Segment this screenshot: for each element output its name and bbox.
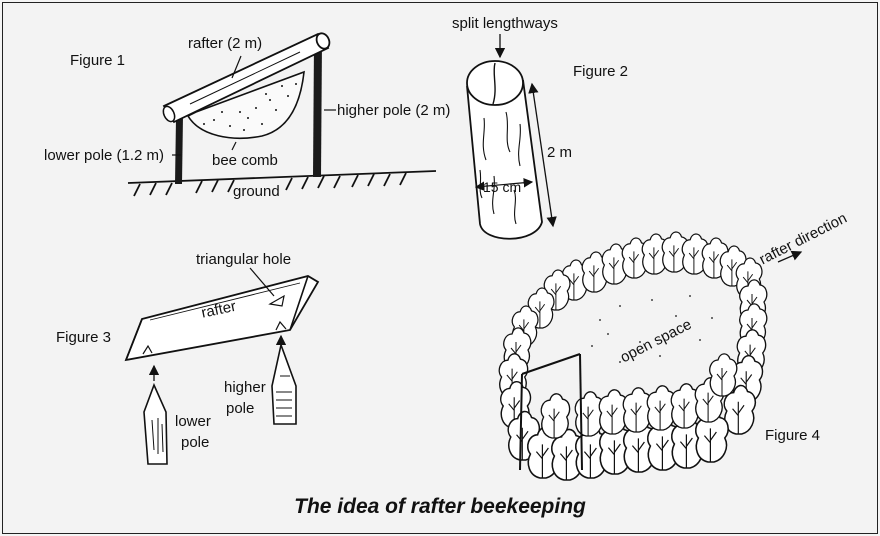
figure1-ground-label: ground	[233, 183, 280, 200]
figure1-bee-comb-label: bee comb	[212, 152, 278, 169]
figure1-bee-comb	[186, 70, 305, 139]
figure2-log	[466, 60, 543, 240]
figure1-drawing	[127, 32, 437, 197]
figure3-lower-label-1: lower	[175, 413, 211, 430]
figure3-rafter	[124, 275, 320, 362]
figure3-lower-label-2: pole	[181, 434, 210, 451]
figure2-length-label: 2 m	[547, 144, 573, 161]
figure1-lower-pole-label: lower pole (1.2 m)	[44, 147, 165, 164]
figure1-higher-pole-label: higher pole (2 m)	[337, 102, 451, 119]
figure3-triangular-hole-label: triangular hole	[196, 251, 292, 268]
figure3-higher-label-1: higher	[224, 379, 266, 396]
figure4-open-space	[560, 281, 740, 379]
figure2-diameter-label: 15 cm	[483, 179, 522, 195]
figure1-lower-pole	[175, 116, 183, 184]
figure1-rafter	[162, 32, 331, 124]
figure4-title: Figure 4	[765, 427, 821, 444]
figure1-comb-dots	[203, 83, 297, 131]
figure2-diameter-arrow	[474, 177, 534, 192]
figure4-entrance	[519, 353, 583, 471]
figure4-direction-arrow	[777, 250, 803, 263]
figure3-higher-label-2: pole	[226, 400, 255, 417]
figure2-split-label: split lengthways	[452, 15, 558, 32]
figure4-clearing-dots	[591, 295, 713, 363]
figure2-drawing	[466, 34, 557, 240]
figure4-drawing	[498, 231, 803, 481]
figure1-ground	[127, 170, 437, 197]
figure1-title: Figure 1	[70, 52, 126, 69]
figure3-lower-pole	[143, 382, 168, 465]
figure1-rafter-label: rafter (2 m)	[188, 35, 263, 52]
figure2-title: Figure 2	[573, 63, 629, 80]
diagram-caption: The idea of rafter beekeeping	[294, 495, 586, 518]
figure3-title: Figure 3	[56, 329, 112, 346]
figure3-higher-pole	[271, 342, 297, 425]
figure3-drawing	[124, 267, 320, 465]
figure2-length-arrow	[528, 82, 557, 228]
figure1-higher-pole	[313, 40, 322, 177]
